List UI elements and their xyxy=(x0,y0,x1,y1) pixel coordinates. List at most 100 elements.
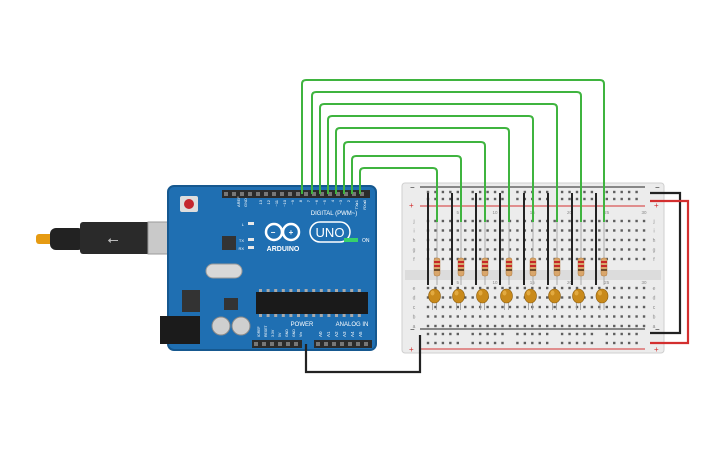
l-led-label: L xyxy=(242,222,245,227)
right-power-bridge-wire[interactable] xyxy=(650,199,690,345)
row-letter: f xyxy=(653,257,655,263)
terminal-hole xyxy=(642,248,646,251)
terminal-hole xyxy=(501,257,504,261)
chip-pin xyxy=(274,314,278,317)
resistor-band xyxy=(554,269,560,271)
chip-pin xyxy=(335,289,338,292)
terminal-hole xyxy=(560,324,564,328)
signal-wire[interactable] xyxy=(311,91,582,222)
digital-pin-label: ~5 xyxy=(322,199,327,204)
signal-wire[interactable] xyxy=(319,103,558,222)
led[interactable] xyxy=(500,288,513,304)
signal-wire[interactable] xyxy=(301,79,605,222)
rail-hole xyxy=(635,197,638,201)
row-letter: c xyxy=(653,305,656,311)
rail-hole xyxy=(583,341,586,345)
header-hole xyxy=(360,192,364,196)
led[interactable] xyxy=(548,288,561,304)
header-hole xyxy=(240,192,244,196)
rail-hole xyxy=(538,190,541,194)
analog-pin-label: A2 xyxy=(334,331,339,337)
rail-hole xyxy=(486,197,489,201)
terminal-hole xyxy=(568,229,571,232)
column-number: 25 xyxy=(604,210,610,215)
terminal-hole xyxy=(627,248,631,251)
terminal-hole xyxy=(516,257,519,261)
signal-wire[interactable] xyxy=(335,127,510,222)
usb-cable-strain-relief xyxy=(50,228,84,250)
terminal-hole xyxy=(516,248,519,251)
led[interactable] xyxy=(476,288,489,304)
terminal-hole xyxy=(456,219,459,223)
chip-pin xyxy=(304,314,308,317)
column-number: 25 xyxy=(604,280,610,285)
header-hole xyxy=(286,342,290,346)
rail-hole xyxy=(501,197,504,201)
header-hole xyxy=(328,192,332,196)
uno-model-label: UNO xyxy=(316,225,345,240)
terminal-hole xyxy=(456,248,459,251)
terminal-hole xyxy=(568,286,571,290)
resistor-band xyxy=(458,269,464,271)
signal-wire[interactable] xyxy=(351,155,462,222)
terminal-hole xyxy=(568,324,571,328)
rail-hole xyxy=(575,341,579,345)
rail-hole xyxy=(478,332,482,336)
led[interactable] xyxy=(595,288,609,304)
terminal-hole xyxy=(471,229,474,232)
chip-pin xyxy=(319,314,323,317)
reset-button[interactable] xyxy=(184,199,194,209)
terminal-hole xyxy=(538,219,541,223)
terminal-hole xyxy=(590,229,594,232)
terminal-hole xyxy=(568,257,571,261)
ground-jumpers xyxy=(427,193,597,285)
terminal-hole xyxy=(464,219,467,223)
terminal-hole xyxy=(434,324,437,328)
row-letter: d xyxy=(653,296,656,302)
terminal-hole xyxy=(516,305,519,309)
terminal-hole xyxy=(560,229,564,232)
terminal-hole xyxy=(531,315,534,318)
digital-pin-label: 13 xyxy=(258,199,263,204)
led[interactable] xyxy=(524,288,537,304)
led[interactable] xyxy=(452,288,465,304)
terminal-hole xyxy=(553,248,556,251)
chip-pin xyxy=(266,314,270,317)
signal-wire[interactable] xyxy=(327,115,534,222)
terminal-hole xyxy=(516,296,519,299)
resistor-band xyxy=(554,261,560,263)
signal-wire[interactable] xyxy=(343,141,486,222)
terminal-hole xyxy=(426,296,430,299)
led[interactable] xyxy=(572,288,585,304)
column-number: 5 xyxy=(457,210,460,215)
digital-pin-label: 7 xyxy=(306,199,311,202)
led[interactable] xyxy=(428,288,441,304)
led-highlight xyxy=(550,290,555,296)
terminal-hole xyxy=(471,238,474,242)
terminal-hole xyxy=(508,305,512,309)
header-hole xyxy=(296,192,300,196)
terminal-hole xyxy=(538,324,541,328)
rail-hole xyxy=(478,190,482,194)
aref-label: AREF xyxy=(236,196,241,207)
tx-led xyxy=(248,238,254,241)
terminal-hole xyxy=(620,305,623,309)
terminal-hole xyxy=(538,315,541,318)
svg-text:+: + xyxy=(289,228,294,237)
terminal-hole xyxy=(575,305,579,309)
signal-wire[interactable] xyxy=(359,167,438,222)
rail-hole xyxy=(486,332,489,336)
right-ground-bridge-wire[interactable] xyxy=(650,191,682,335)
arduino-gnd-wire[interactable] xyxy=(304,335,422,374)
terminal-hole xyxy=(464,248,467,251)
terminal-hole xyxy=(493,324,497,328)
rail-hole xyxy=(568,190,571,194)
header-hole xyxy=(224,192,228,196)
terminal-hole xyxy=(598,229,601,232)
rail-hole xyxy=(501,190,504,194)
terminal-hole xyxy=(441,315,445,318)
terminal-hole xyxy=(441,248,445,251)
terminal-hole xyxy=(605,305,608,309)
